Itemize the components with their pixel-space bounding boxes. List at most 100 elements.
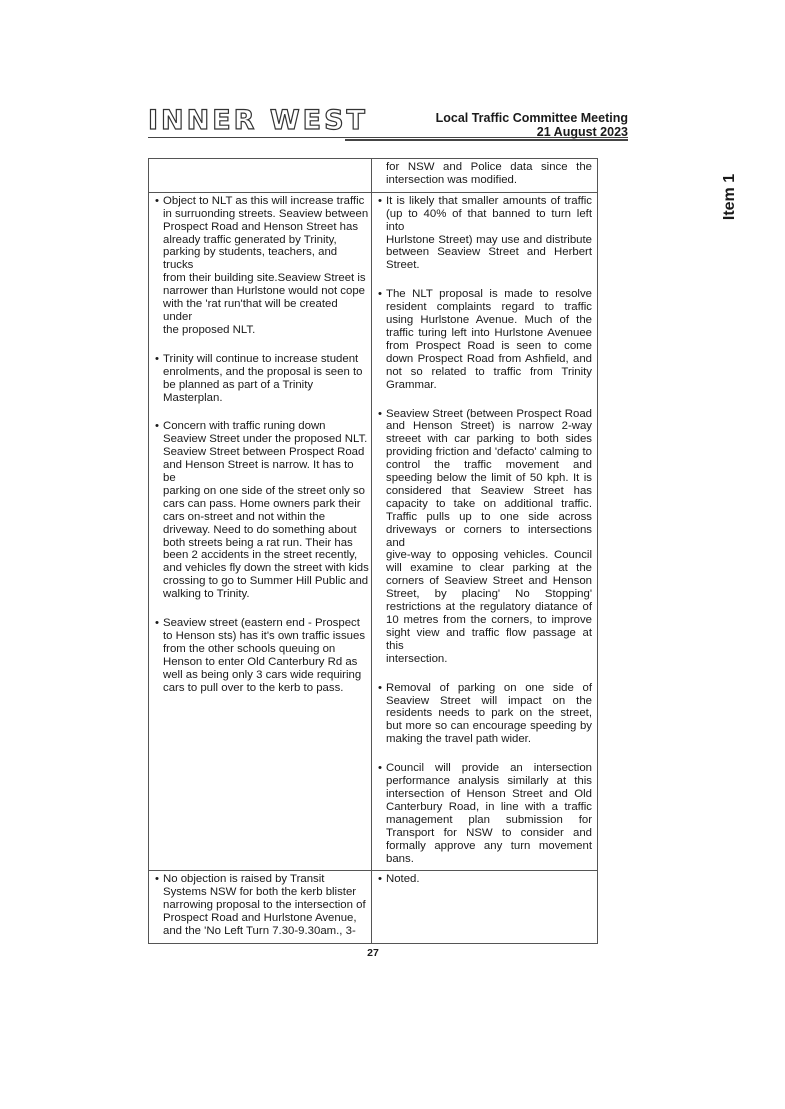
- text-line: No objection is raised by Transit: [163, 873, 325, 886]
- text-line: Concern with traffic runing down: [163, 420, 326, 433]
- text-line: crossing to go to Summer Hill Public and: [163, 575, 369, 588]
- bullet-icon: •: [155, 352, 159, 365]
- text-line: narrower than Hurlstone would not cope: [163, 285, 365, 298]
- text-line: in surruonding streets. Seaview between: [163, 207, 369, 220]
- text-line: driveways or corners to intersections an…: [386, 523, 592, 549]
- text-line: between Seaview Street and Herbert: [386, 246, 592, 259]
- text-line: Council will provide an intersection: [386, 762, 592, 775]
- text-line: capacity to take on additional traffic.: [386, 497, 592, 510]
- text-line: traffic turing left into Hurlstone Avenu…: [386, 326, 592, 339]
- text-line: for NSW and Police data since the: [386, 161, 592, 173]
- text-line: 10 metres from the corners, to improve: [386, 614, 592, 626]
- response-cell: •It is likely that smaller amounts of tr…: [371, 191, 598, 872]
- text-line: enrolments, and the proposal is seen to: [163, 365, 363, 378]
- text-line: Seaview Street (between Prospect Road: [386, 407, 592, 420]
- item-tag: Item 1: [721, 173, 738, 221]
- text-line: speeding below the limit of 50 kph. It i…: [386, 472, 592, 485]
- text-line: give-way to opposing vehicles. Council: [386, 549, 592, 562]
- text-line: been 2 accidents in the street recently,: [163, 549, 358, 562]
- text-line: walking to Trinity.: [163, 588, 250, 601]
- text-line: Prospect Road and Hurlstone Avenue,: [163, 912, 357, 925]
- text-line: from the other schools queuing on: [163, 642, 336, 655]
- text-line: narrowing proposal to the intersection o…: [163, 899, 366, 912]
- meeting-title: Local Traffic Committee Meeting 21 Augus…: [436, 111, 628, 139]
- text-line: and Henson Street is narrow. It has to b…: [163, 459, 354, 485]
- text-line: from their building site.Seaview Street …: [163, 272, 366, 285]
- text-line: performance analysis similarly at this: [386, 775, 592, 788]
- text-line: Masterplan.: [163, 391, 223, 404]
- bullet-icon: •: [378, 288, 382, 301]
- header-rule-thick: [345, 139, 628, 141]
- text-line: cars can pass. Home owners park their: [163, 497, 361, 510]
- text-line: considered that Seaview Street has: [386, 484, 592, 497]
- response-item: •It is likely that smaller amounts of tr…: [378, 195, 592, 272]
- meeting-name: Local Traffic Committee Meeting: [435, 111, 628, 125]
- text-line: restrictions at the regulatory diatance …: [386, 601, 592, 614]
- text-line: formally approve any turn movement: [386, 839, 592, 852]
- text-line: The NLT proposal is made to resolve: [386, 288, 592, 301]
- text-line: the proposed NLT.: [163, 323, 256, 336]
- text-line: intersection of Henson Street and Old: [386, 787, 592, 800]
- header-rule: [148, 137, 628, 138]
- text-line: not so related to traffic from Trinity: [386, 365, 592, 378]
- text-line: Removal of parking on one side of: [386, 681, 592, 694]
- text-line: down Prospect Road from Ashfield, and: [386, 352, 592, 365]
- text-line: bans.: [386, 852, 414, 865]
- text-line: streeet with car parking to both sides: [386, 433, 592, 446]
- text-line: Transport for NSW to consider and: [386, 826, 592, 839]
- text-line: driveway. Need to do something about: [163, 523, 357, 536]
- text-line: parking by students, teachers, and truck…: [163, 246, 338, 272]
- submission-cell: • Object to NLT as this will increase tra…: [148, 191, 372, 872]
- text-line: with the 'rat run'that will be created u…: [163, 298, 338, 323]
- response-item: • Noted.: [378, 873, 592, 886]
- text-line: corners of Seaview Street and Henson: [386, 575, 592, 588]
- response-cell: • Noted.: [371, 870, 598, 944]
- table-row: • Object to NLT as this will increase tra…: [148, 191, 598, 872]
- text-line: control the traffic movement and: [386, 459, 592, 472]
- text-line: Noted.: [386, 873, 420, 886]
- text-line: and Henson Street) is narrow 2-way: [386, 420, 592, 433]
- text-line: (up to 40% of that banned to turn left i…: [386, 207, 592, 233]
- bullet-icon: •: [155, 617, 159, 630]
- text-line: already traffic generated by Trinity,: [163, 233, 337, 246]
- text-line: residents needs to park on the street,: [386, 707, 592, 720]
- text-line: Seaview street (eastern end - Prospect: [163, 617, 360, 630]
- text-line: cars to pull over to the kerb to pass.: [163, 681, 344, 694]
- text-line: resident complaints regard to traffic: [386, 301, 592, 314]
- text-line: parking on one side of the street only s…: [163, 484, 365, 497]
- text-line: and the 'No Left Turn 7.30-9.30am., 3-: [163, 925, 356, 938]
- text-line: providing friction and 'defacto' calming…: [386, 446, 592, 459]
- page-body: for NSW and Police data since the interse…: [148, 158, 598, 959]
- page-number: 27: [367, 946, 379, 959]
- bullet-icon: •: [155, 194, 159, 207]
- text-line: using Hurlstone Avenue. Much of the: [386, 314, 592, 327]
- bullet-icon: •: [378, 873, 382, 886]
- text-line: Henson to enter Old Canterbury Rd as: [163, 655, 358, 668]
- text-line: management plan submission for: [386, 813, 592, 826]
- text-line: making the travel path wider.: [386, 733, 531, 746]
- text-line: Street.: [386, 259, 420, 272]
- text-line: to Henson sts) has it's own traffic issu…: [163, 630, 366, 642]
- text-line: cars on-street and not within the: [163, 510, 326, 523]
- text-line: Grammar.: [386, 378, 437, 391]
- bullet-icon: •: [378, 762, 382, 775]
- text-line: will examine to clear parking at the: [386, 562, 592, 575]
- bullet-icon: •: [378, 407, 382, 420]
- inner-west-logo: INNER WEST: [147, 105, 368, 136]
- text-line: intersection.: [386, 652, 448, 665]
- bullet-icon: •: [155, 873, 159, 886]
- text-line: Seaview Street under the proposed NLT.: [163, 433, 368, 446]
- text-line: Object to NLT as this will increase traf…: [163, 194, 365, 207]
- text-line: and vehicles fly down the street with ki…: [163, 562, 369, 575]
- text-line: from Prospect Road is seen to come: [386, 339, 592, 352]
